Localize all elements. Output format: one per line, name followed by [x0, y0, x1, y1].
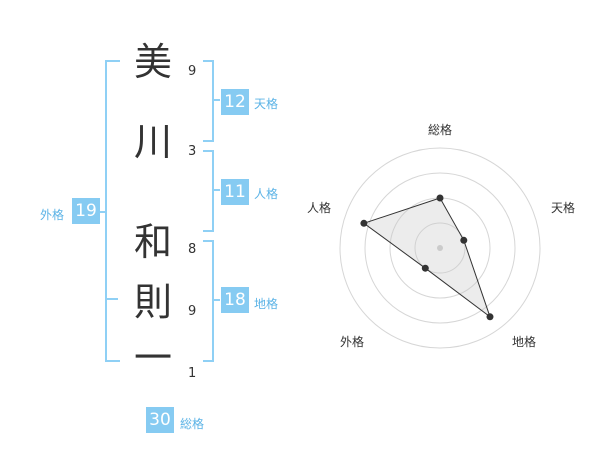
radar-axis-label: 地格 — [512, 334, 536, 349]
name-char: 和 — [133, 220, 172, 264]
name-char: 川 — [133, 120, 172, 164]
gaikaku-label: 外格 — [40, 208, 65, 222]
chikaku-value: 18 — [221, 287, 249, 313]
jinkaku-label: 人格 — [254, 187, 279, 201]
soukaku-value: 30 — [146, 407, 174, 433]
stroke-count: 3 — [188, 144, 197, 159]
radar-axis-label: 総格 — [428, 122, 452, 137]
bracket-tick — [213, 189, 220, 191]
gaikaku-value: 19 — [72, 198, 100, 224]
radar-point-1 — [460, 236, 468, 244]
radar-polygon — [362, 197, 491, 319]
stroke-count: 1 — [188, 366, 197, 381]
name-char: 一 — [133, 336, 172, 380]
chikaku-bracket — [203, 240, 214, 362]
radar-center-dot — [437, 245, 443, 251]
name-char: 美 — [133, 40, 172, 84]
radar-point-2 — [486, 313, 494, 321]
radar-point-3 — [421, 264, 429, 272]
name-char: 則 — [133, 280, 172, 324]
stroke-count: 9 — [188, 304, 197, 319]
radar-point-4 — [360, 219, 368, 227]
radar-axis-label: 人格 — [307, 200, 331, 215]
tenkaku-bracket — [203, 60, 214, 142]
soukaku-label: 総格 — [180, 417, 205, 431]
radar-ring — [414, 222, 466, 274]
radar-axis-label: 天格 — [551, 200, 575, 215]
radar-axis-label: 外格 — [340, 334, 364, 349]
radar-ring — [339, 147, 541, 349]
tenkaku-value: 12 — [221, 89, 249, 115]
gaikaku-bracket — [105, 60, 120, 362]
jinkaku-value: 11 — [221, 179, 249, 205]
stroke-count: 8 — [188, 242, 197, 257]
tenkaku-label: 天格 — [254, 97, 279, 111]
radar-shape — [360, 194, 494, 321]
gaikaku-tick — [98, 211, 105, 213]
gaikaku-inner-tick — [105, 298, 118, 300]
stroke-count: 9 — [188, 64, 197, 79]
bracket-tick — [213, 99, 220, 101]
chikaku-label: 地格 — [254, 297, 279, 311]
radar-point-0 — [436, 194, 444, 202]
bracket-tick — [213, 299, 220, 301]
radar-ring — [364, 172, 516, 324]
jinkaku-bracket — [203, 150, 214, 232]
